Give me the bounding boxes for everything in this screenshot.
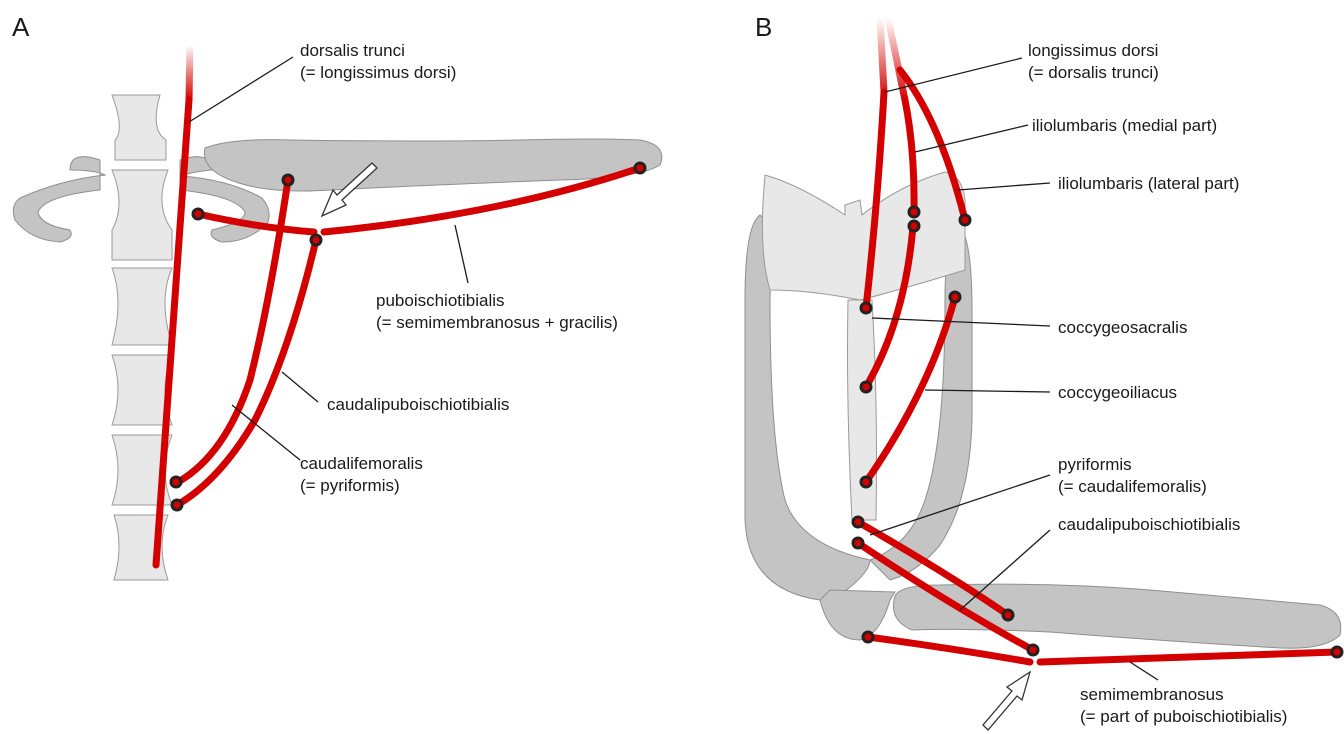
- leader-line: [282, 372, 318, 402]
- label-dorsalis-trunci: dorsalis trunci (= longissimus dorsi): [300, 41, 456, 82]
- attachment-dot: [853, 517, 863, 527]
- attachment-dot: [172, 500, 182, 510]
- sacrum: [762, 172, 965, 300]
- attachment-dot: [861, 382, 871, 392]
- panel-a: A: [12, 12, 662, 580]
- attachment-dot: [909, 207, 919, 217]
- leader-line: [232, 405, 300, 460]
- leader-line: [455, 225, 468, 283]
- attachment-dot: [909, 221, 919, 231]
- label-coccygeosacralis: coccygeosacralis: [1058, 318, 1187, 337]
- vertebra-2: [112, 170, 172, 260]
- label-semimembranosus: semimembranosus (= part of puboischiotib…: [1080, 685, 1287, 726]
- sacral-process-left: [13, 157, 105, 242]
- attachment-dot: [1028, 645, 1038, 655]
- panel-b-letter: B: [755, 12, 772, 42]
- attachment-dot: [853, 538, 863, 548]
- attachment-dot: [861, 477, 871, 487]
- leader-line: [958, 183, 1050, 190]
- attachment-dot: [283, 175, 293, 185]
- dorsalis-trunci-fade: [189, 45, 190, 100]
- vertebra-1: [112, 95, 166, 160]
- label-caudalipuboischiotibialis-a: caudalipuboischiotibialis: [327, 395, 509, 414]
- arrow-b: [983, 672, 1030, 730]
- vertebra-3: [112, 268, 172, 345]
- panel-a-letter: A: [12, 12, 30, 42]
- attachment-dot: [950, 292, 960, 302]
- attachment-dot: [861, 303, 871, 313]
- label-coccygeoiliacus: coccygeoiliacus: [1058, 383, 1177, 402]
- attachment-dot: [1003, 610, 1013, 620]
- attachment-dot: [960, 215, 970, 225]
- label-longissimus-dorsi: longissimus dorsi (= dorsalis trunci): [1028, 41, 1163, 82]
- pubis-ischium: [820, 590, 895, 640]
- attachment-dot: [311, 235, 321, 245]
- semimembranosus-lateral: [1040, 652, 1337, 662]
- attachment-dot: [171, 477, 181, 487]
- label-caudalipuboischiotibialis-b: caudalipuboischiotibialis: [1058, 515, 1240, 534]
- label-puboischiotibialis: puboischiotibialis (= semimembranosus + …: [376, 291, 618, 332]
- leader-line: [189, 57, 293, 122]
- femur-b: [893, 584, 1340, 648]
- label-caudalifemoralis: caudalifemoralis (= pyriformis): [300, 454, 428, 495]
- panel-b: B: [745, 12, 1342, 730]
- leader-line: [1130, 662, 1158, 680]
- attachment-dot: [193, 209, 203, 219]
- attachment-dot: [635, 163, 645, 173]
- label-iliolumbaris-medial: iliolumbaris (medial part): [1032, 116, 1217, 135]
- attachment-dot: [1332, 647, 1342, 657]
- vertebra-4: [112, 355, 172, 425]
- attachment-dot: [863, 632, 873, 642]
- label-pyriformis: pyriformis (= caudalifemoralis): [1058, 455, 1207, 496]
- label-iliolumbaris-lateral: iliolumbaris (lateral part): [1058, 174, 1239, 193]
- semimembranosus-medial: [868, 637, 1030, 662]
